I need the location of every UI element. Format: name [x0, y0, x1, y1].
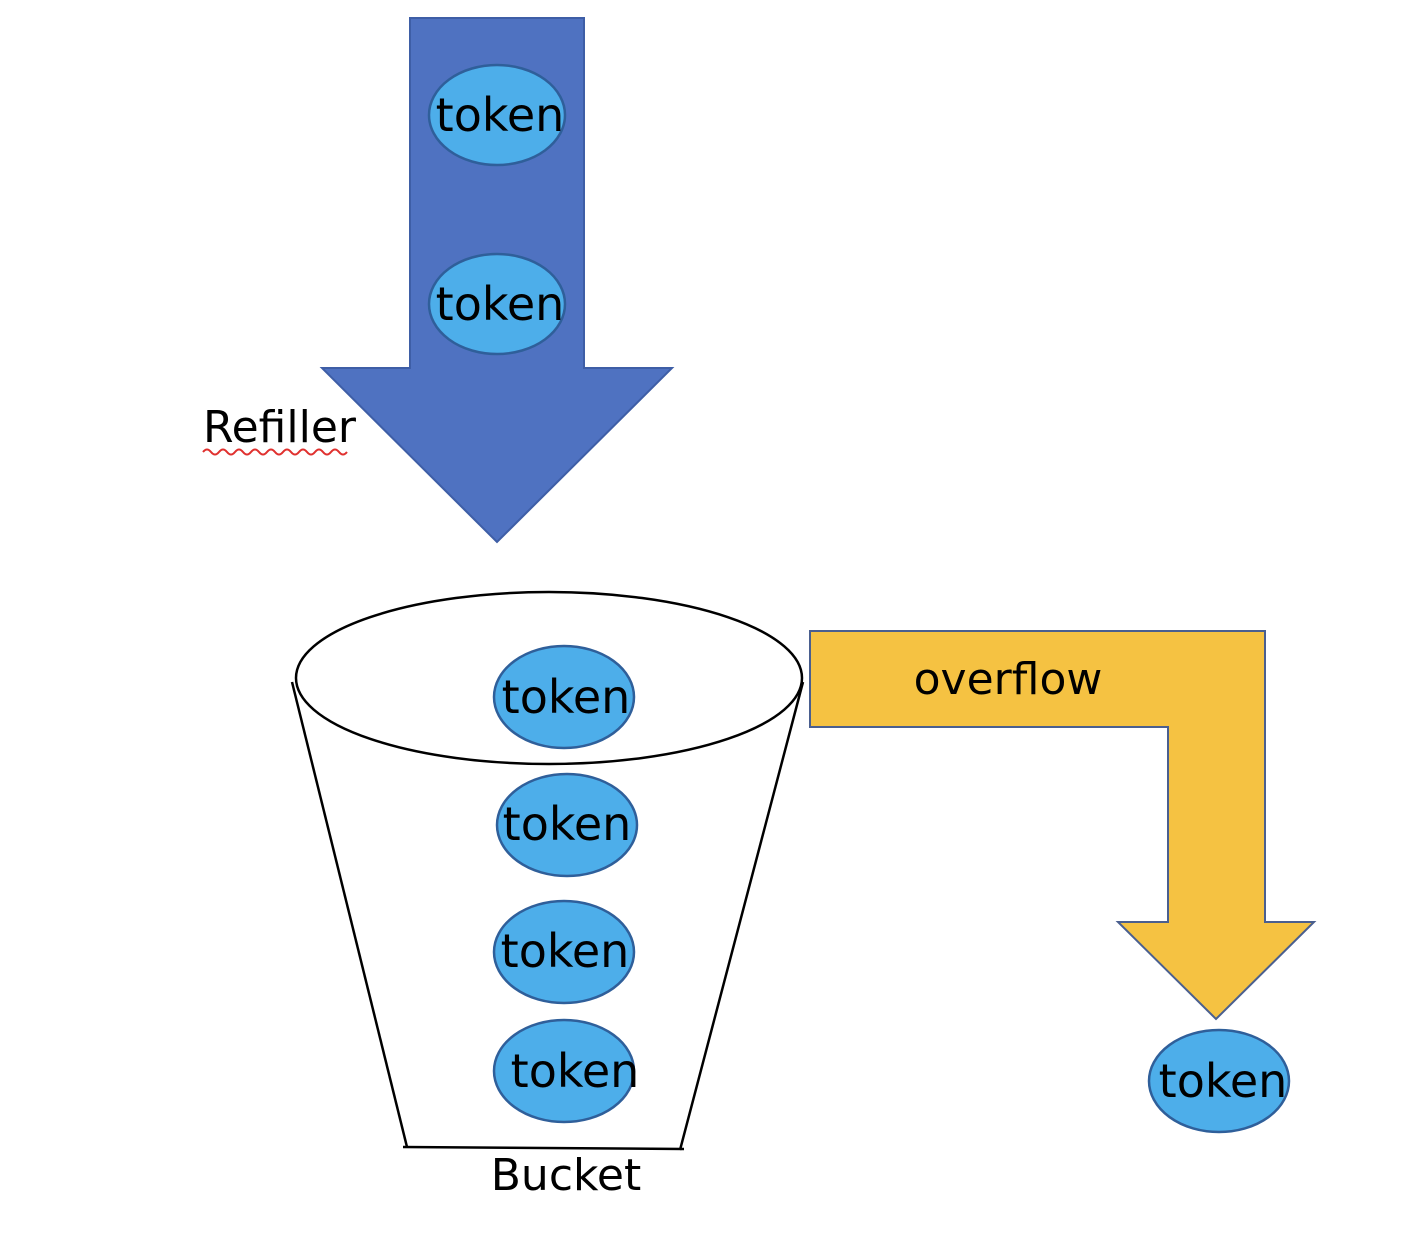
token-label: token — [502, 670, 631, 724]
token-ellipse — [492, 899, 636, 1005]
token-label: token — [436, 88, 565, 142]
bucket-left-side — [290, 681, 409, 1148]
token-ellipse — [492, 644, 636, 750]
token-ellipse — [495, 772, 639, 878]
refiller-label: Refiller — [203, 402, 357, 453]
bucket-bottom — [402, 1145, 685, 1151]
token-ellipse — [1147, 1028, 1291, 1134]
token-label: token — [1159, 1054, 1288, 1108]
token-ellipse — [427, 252, 567, 356]
token-ellipse — [427, 63, 567, 167]
token-bucket-3: token — [492, 899, 636, 1005]
token-bucket-4: token — [492, 1018, 640, 1124]
spellcheck-underline — [202, 448, 348, 456]
bucket-rim — [294, 590, 804, 766]
token-label: token — [436, 277, 565, 331]
token-label: token — [501, 924, 630, 978]
bucket — [290, 681, 805, 1151]
token-bucket-2: token — [495, 772, 639, 878]
overflow-arrow — [809, 630, 1317, 1021]
bucket-right-side — [678, 681, 805, 1151]
token-refill-bottom: token — [427, 252, 567, 356]
token-bucket-1: token — [492, 644, 636, 750]
token-label: token — [511, 1044, 640, 1098]
bucket-label: Bucket — [491, 1150, 642, 1201]
token-overflowed: token — [1147, 1028, 1291, 1134]
token-label: token — [503, 797, 632, 851]
token-ellipse — [492, 1018, 636, 1124]
token-refill-top: token — [427, 63, 567, 167]
overflow-label: overflow — [914, 654, 1103, 705]
